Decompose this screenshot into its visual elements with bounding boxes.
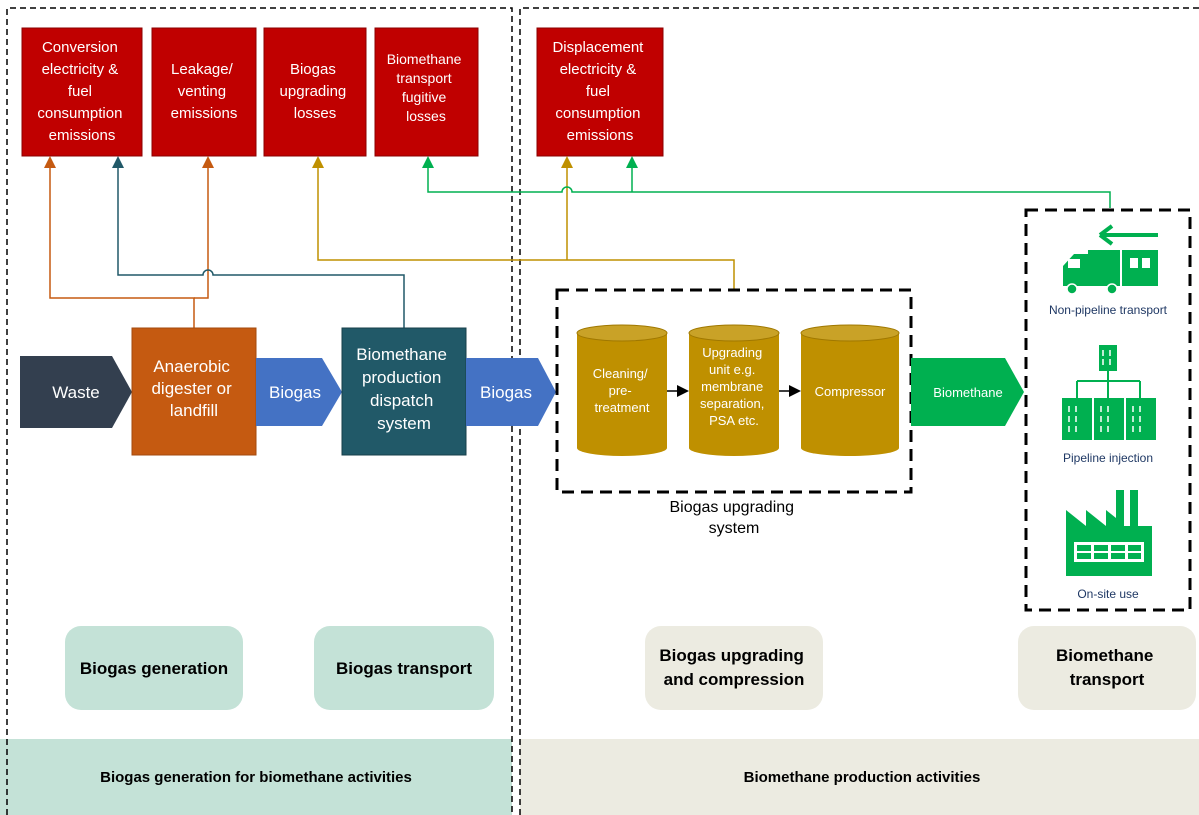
stage-biogas-transport: Biogas transport (314, 626, 494, 710)
svg-text:Biomethane transport: Biomethane transport (1056, 646, 1158, 689)
svg-text:Anaerobic digester or: Anaerobic digester or landfill (151, 357, 236, 420)
factory-icon (1066, 490, 1152, 576)
footer-right-label: Biomethane production activities (744, 769, 981, 786)
svg-text:Biomethane production: Biomethane production dispatch system (356, 345, 451, 433)
emission-box-transport-fugitive: Biomethane transport fugitive losses (374, 27, 479, 157)
emission-box-upgrading-losses: Biogas upgrading losses (263, 27, 367, 157)
transport-options-boundary (1024, 208, 1192, 612)
footer-left-label: Biogas generation for biomethane activit… (100, 769, 412, 786)
connector-digester-conversion (44, 156, 195, 328)
upgrading-unit-cylinder: Upgrading unit e.g. membrane separation,… (688, 324, 780, 456)
svg-text:Displacement electricity: Displacement electricity & fuel consumpt… (552, 39, 647, 144)
svg-text:Biogas upgrading and com: Biogas upgrading and compression (659, 646, 808, 689)
cleaning-cylinder: Cleaning/ pre- treatment (576, 324, 668, 456)
footer-right-band (520, 739, 1199, 815)
svg-text:Biogas: Biogas (480, 383, 532, 402)
pipeline-injection-label: Pipeline injection (1063, 451, 1153, 465)
svg-text:Biogas upgrading l: Biogas upgrading losses (280, 61, 351, 122)
svg-text:Upgrading unit e.g.: Upgrading unit e.g. membrane separation,… (700, 345, 768, 428)
biomethane-arrow: Biomethane (911, 358, 1024, 426)
svg-text:Biogas: Biogas (269, 383, 321, 402)
pipeline-network-icon (1062, 345, 1156, 440)
stage-biomethane-transport: Biomethane transport (1018, 626, 1196, 710)
anaerobic-digester-box: Anaerobic digester or landfill (131, 327, 257, 456)
svg-text:Biogas generation: Biogas generation (80, 659, 228, 678)
svg-text:Cleaning/ pre- tre: Cleaning/ pre- treatment (593, 366, 652, 415)
dispatch-system-box: Biomethane production dispatch system (341, 327, 467, 456)
svg-text:Leakage/ venting e: Leakage/ venting emissions (171, 61, 238, 122)
connector-upgrading-losses (312, 156, 735, 290)
biogas-arrow-1: Biogas (256, 358, 342, 426)
truck-icon (1063, 224, 1158, 295)
emission-box-displacement: Displacement electricity & fuel consumpt… (536, 27, 664, 157)
biogas-arrow-2: Biogas (466, 358, 556, 426)
svg-text:Biomethane: Biomethane (933, 385, 1002, 400)
emission-box-leakage: Leakage/ venting emissions (151, 27, 257, 157)
onsite-use-label: On-site use (1077, 587, 1139, 601)
connector-transport-fugitive (422, 156, 1111, 208)
svg-text:Compressor: Compressor (815, 384, 886, 399)
waste-arrow: Waste (20, 356, 132, 428)
svg-text:Biomethane transport: Biomethane transport fugitive losses (387, 51, 466, 124)
upgrading-system-boundary (555, 288, 913, 494)
upgrading-system-label: Biogas upgrading system (670, 499, 799, 537)
emission-box-conversion: Conversion electricity & fuel consumptio… (21, 27, 143, 157)
stage-upgrading-compression: Biogas upgrading and compression (645, 626, 823, 710)
svg-text:Biogas transport: Biogas transport (336, 659, 472, 678)
connector-digester-leakage (194, 156, 214, 299)
non-pipeline-transport-label: Non-pipeline transport (1049, 303, 1168, 317)
connector-dispatch-conversion (112, 156, 405, 328)
stage-biogas-generation: Biogas generation (65, 626, 243, 710)
svg-text:Conversion electricity &: Conversion electricity & fuel consumptio… (37, 39, 126, 144)
svg-text:Waste: Waste (52, 383, 100, 402)
footer-left-band (0, 739, 512, 815)
compressor-cylinder: Compressor (800, 324, 900, 456)
